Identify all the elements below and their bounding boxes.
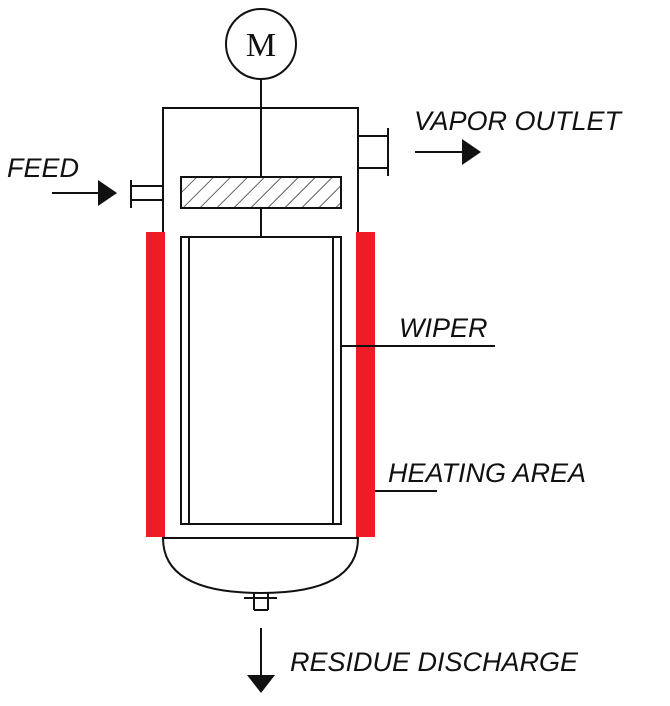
wiper-annotation: WIPER: [341, 313, 495, 347]
feed-annotation: FEED: [7, 153, 117, 206]
heating-area-label: HEATING AREA: [388, 458, 586, 488]
feed-label: FEED: [7, 153, 79, 183]
heating-jacket-left: [146, 232, 165, 537]
residue-discharge-label: RESIDUE DISCHARGE: [290, 647, 579, 677]
vessel-bottom-head: [162, 537, 359, 595]
residue-nozzle: [244, 593, 277, 611]
rotor-frame-inner: [188, 236, 334, 525]
distributor-plate: [180, 176, 342, 209]
vapor-arrow-head: [462, 139, 481, 165]
rotor-basket: [180, 236, 342, 525]
wiper-label: WIPER: [399, 313, 488, 343]
motor: M: [225, 8, 297, 80]
residue-discharge-annotation: RESIDUE DISCHARGE: [247, 628, 579, 693]
residue-arrow-head: [247, 675, 275, 693]
vapor-outlet-nozzle: [358, 128, 389, 176]
feed-arrow-head: [98, 180, 117, 206]
feed-nozzle: [130, 180, 163, 208]
vapor-outlet-annotation: VAPOR OUTLET: [414, 106, 624, 165]
vapor-outlet-label: VAPOR OUTLET: [414, 106, 624, 136]
heating-jacket-right: [356, 232, 375, 537]
rotor-frame-outer: [180, 236, 342, 525]
motor-label: M: [246, 27, 276, 64]
heating-area-annotation: HEATING AREA: [375, 458, 586, 492]
